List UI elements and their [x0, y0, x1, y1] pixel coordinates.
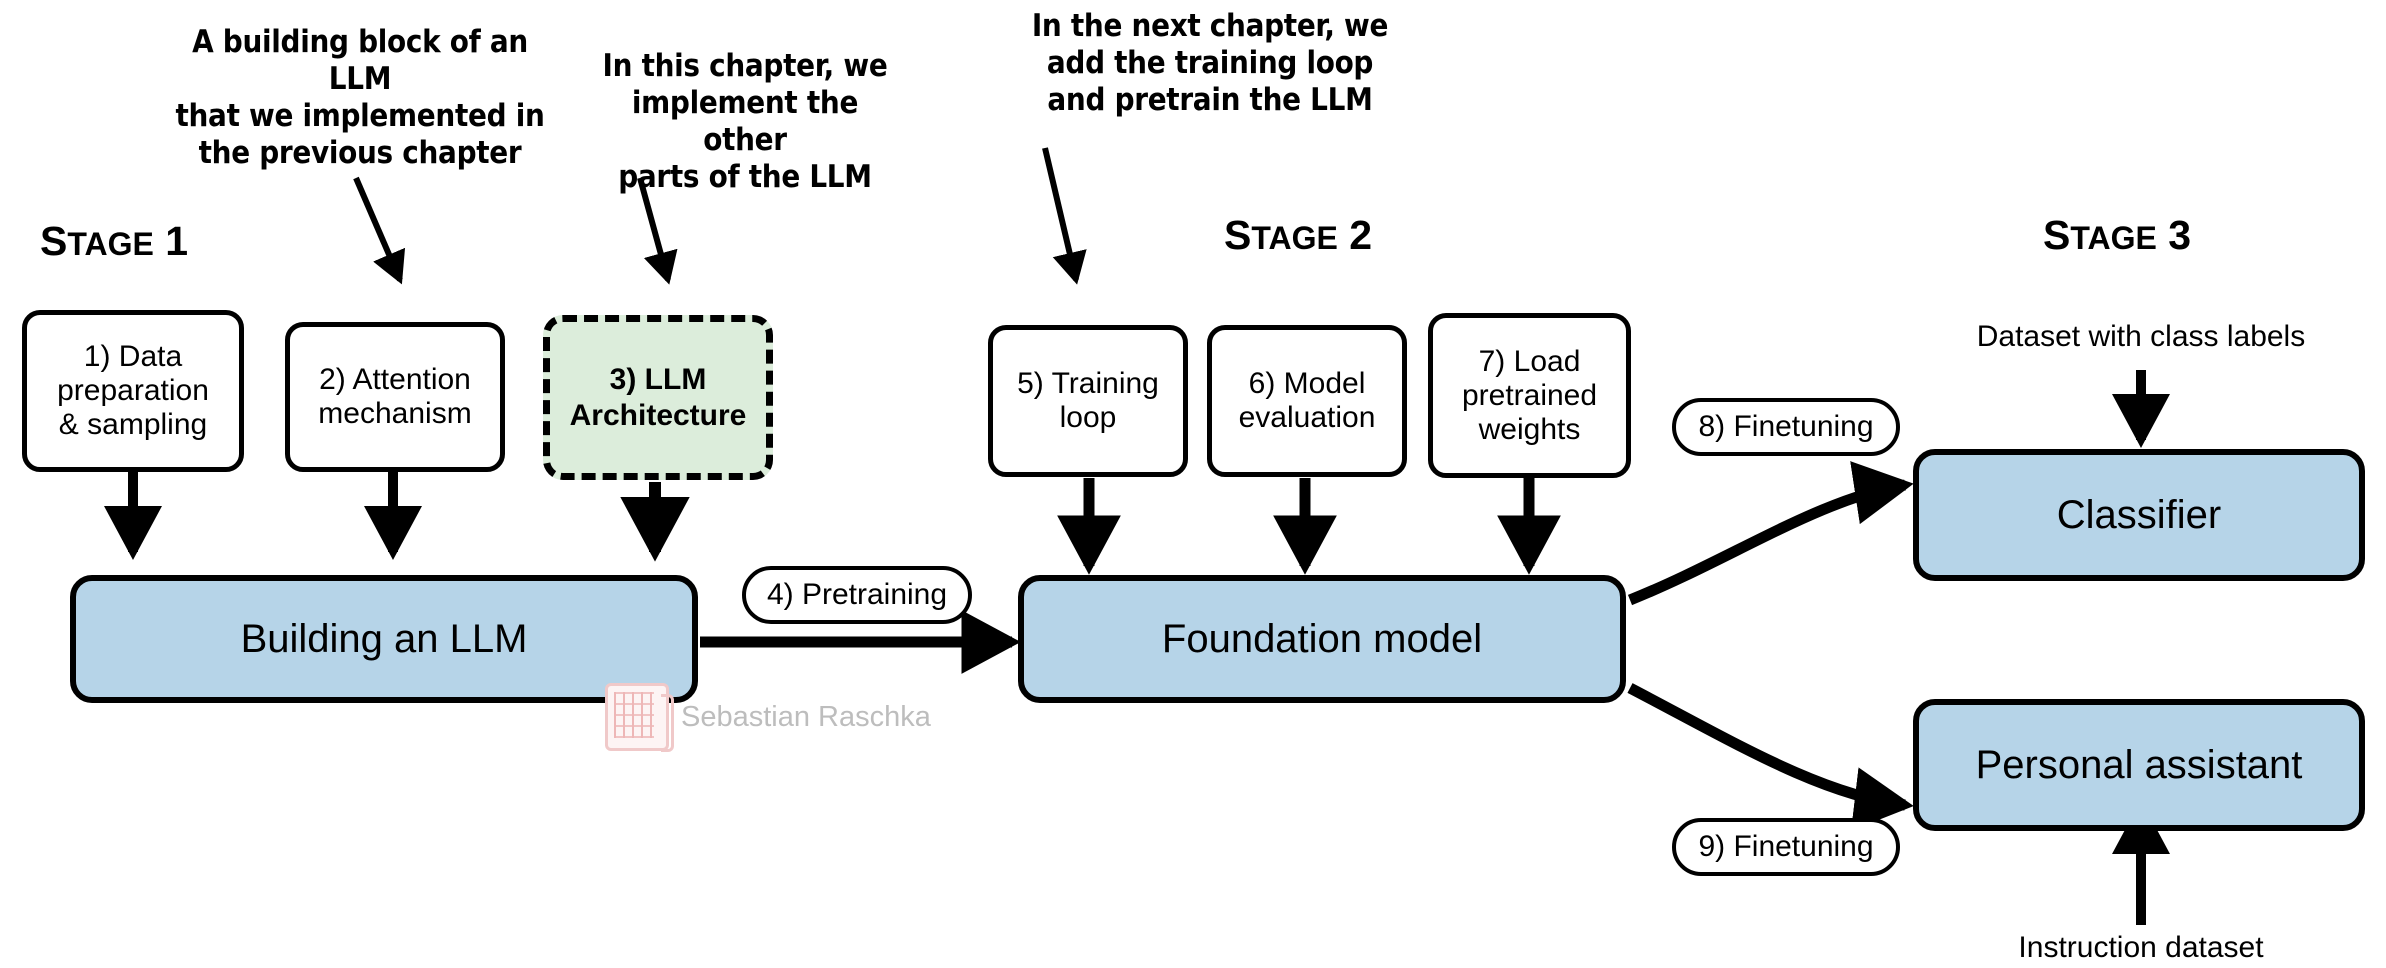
stage-1-number	[154, 218, 165, 264]
arrow-callout3-to-step5	[1042, 147, 1087, 285]
callout-next-chapter: In the next chapter, we add the training…	[1031, 8, 1389, 118]
callout-this-chapter: In this chapter, we implement the other …	[602, 48, 888, 195]
stage-1-initial: S	[40, 218, 68, 264]
pill-step-8-finetuning[interactable]: 8) Finetuning	[1672, 398, 1900, 456]
callout-previous-chapter: A building block of an LLM that we imple…	[175, 24, 545, 171]
node-step-1-data-preparation[interactable]: 1) Data preparation & sampling	[22, 310, 244, 472]
label-dataset-with-class-labels: Dataset with class labels	[1976, 320, 2306, 353]
node-classifier[interactable]: Classifier	[1913, 449, 2365, 581]
stage-1-rest: TAGE	[67, 226, 154, 262]
node-step-6-model-evaluation[interactable]: 6) Model evaluation	[1207, 325, 1407, 477]
stage-3-number: 3	[2168, 212, 2192, 258]
arrow-callout1-to-step2	[353, 176, 406, 285]
pill-step-9-finetuning[interactable]: 9) Finetuning	[1672, 818, 1900, 876]
stage-3-initial: S	[2043, 212, 2071, 258]
node-building-an-llm[interactable]: Building an LLM	[70, 575, 698, 703]
node-step-3-llm-architecture[interactable]: 3) LLM Architecture	[543, 315, 773, 480]
node-foundation-model[interactable]: Foundation model	[1018, 575, 1626, 703]
watermark: Sebastian Raschka	[605, 683, 931, 752]
watermark-text: Sebastian Raschka	[681, 700, 931, 733]
book-icon	[605, 683, 674, 752]
stage-1-label: STAGE 1	[40, 218, 189, 264]
stage-3-label: STAGE 3	[2043, 212, 2191, 259]
pill-step-4-pretraining[interactable]: 4) Pretraining	[742, 566, 972, 624]
node-step-2-attention-mechanism[interactable]: 2) Attention mechanism	[285, 322, 505, 472]
stage-2-rest: TAGE	[1251, 220, 1338, 256]
arrow-foundation-to-assistant	[1627, 683, 1914, 831]
stage-2-label: STAGE 2	[1224, 212, 1372, 259]
stage-3-rest: TAGE	[2070, 220, 2157, 256]
stage-2-number: 2	[1349, 212, 1373, 258]
node-step-7-load-pretrained-weights[interactable]: 7) Load pretrained weights	[1428, 313, 1631, 478]
node-step-5-training-loop[interactable]: 5) Training loop	[988, 325, 1188, 477]
label-instruction-dataset: Instruction dataset	[2018, 931, 2264, 964]
stage-2-initial: S	[1224, 212, 1252, 258]
arrow-foundation-to-classifier	[1627, 461, 1914, 606]
node-personal-assistant[interactable]: Personal assistant	[1913, 699, 2365, 831]
